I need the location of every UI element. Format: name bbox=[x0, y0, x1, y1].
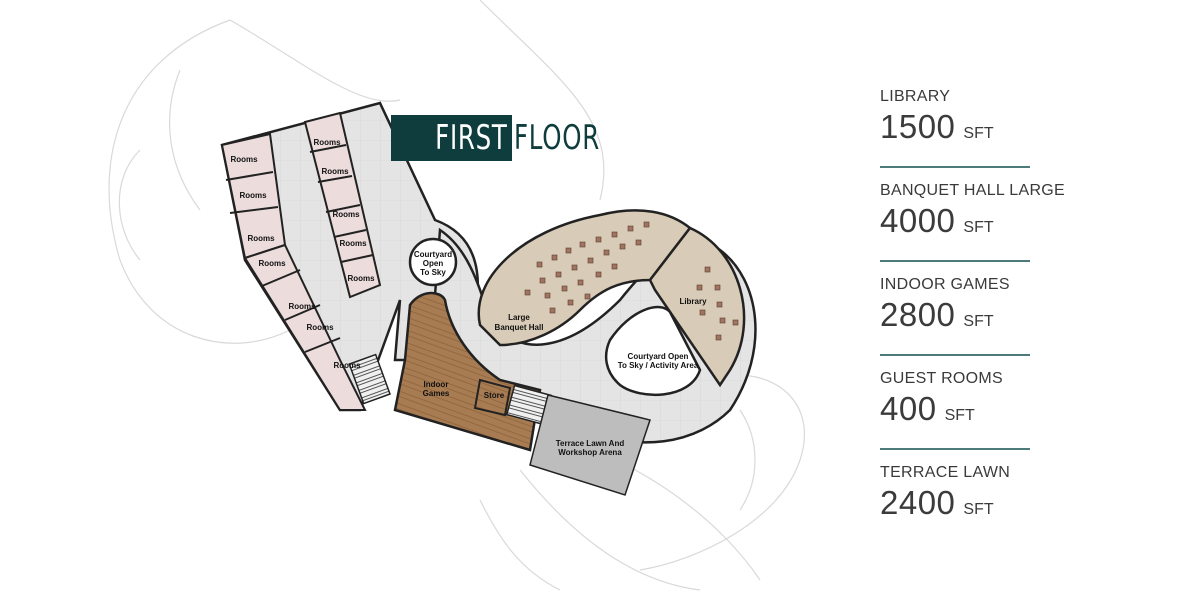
staircase-west bbox=[348, 353, 391, 405]
guest-rooms-east bbox=[303, 111, 382, 299]
room-label: Rooms bbox=[230, 155, 258, 164]
room-label: Rooms bbox=[306, 323, 334, 332]
room-label: Rooms bbox=[347, 274, 375, 283]
store-room bbox=[473, 378, 512, 417]
courtyard-small-label: Courtyard bbox=[414, 250, 452, 259]
indoor-games-label: Indoor bbox=[424, 380, 449, 389]
courtyard-large bbox=[604, 305, 702, 396]
room-label: Rooms bbox=[288, 302, 316, 311]
room-label: Rooms bbox=[339, 239, 367, 248]
room-label: Rooms bbox=[239, 191, 267, 200]
room-label: Rooms bbox=[313, 138, 341, 147]
divider bbox=[880, 354, 1030, 356]
banquet-label: Banquet Hall bbox=[495, 323, 544, 332]
courtyard-small bbox=[408, 237, 458, 287]
courtyard-small-label: Open bbox=[423, 259, 444, 268]
terrace-label: Workshop Arena bbox=[558, 448, 622, 457]
banquet-label: Large bbox=[508, 313, 530, 322]
courtyard-small-label: To Sky bbox=[420, 268, 446, 277]
page-title: FIRST FLOOR bbox=[391, 115, 633, 161]
store-label: Store bbox=[484, 391, 505, 400]
library-room bbox=[648, 226, 746, 388]
plan-labels: Rooms Rooms Rooms Rooms Rooms Rooms Room… bbox=[230, 138, 707, 457]
divider bbox=[880, 166, 1030, 168]
terrace-lawn bbox=[529, 394, 651, 496]
room-label: Rooms bbox=[332, 210, 360, 219]
indoor-games-label: Games bbox=[423, 389, 450, 398]
courtyard-large-label: Courtyard Open bbox=[628, 352, 689, 361]
room-label: Rooms bbox=[333, 361, 361, 370]
terrace-label: Terrace Lawn And bbox=[556, 439, 625, 448]
divider bbox=[880, 448, 1030, 450]
library-label: Library bbox=[679, 297, 707, 306]
room-label: Rooms bbox=[258, 259, 286, 268]
banquet-table-markers bbox=[524, 221, 739, 341]
divider bbox=[880, 260, 1030, 262]
guest-rooms-west bbox=[220, 132, 367, 411]
courtyard-large-label: To Sky / Activity Area bbox=[618, 361, 699, 370]
room-label: Rooms bbox=[321, 167, 349, 176]
title-first-block: FIRST bbox=[391, 115, 512, 161]
room-label: Rooms bbox=[247, 234, 275, 243]
title-floor-text: FLOOR bbox=[514, 118, 600, 158]
